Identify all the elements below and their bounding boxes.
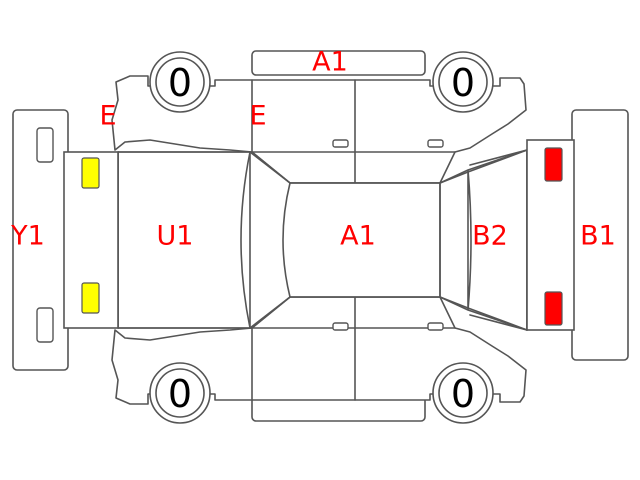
upper-side-door-handle-front — [332, 139, 349, 148]
front-lamp-upper — [81, 157, 100, 189]
damage-codes: A1 E E Y1 U1 A1 B2 B1 — [10, 47, 616, 252]
front-bumper-slot-upper — [36, 127, 54, 163]
code-front-door-upper: E — [249, 101, 266, 132]
rear-deck-line — [469, 149, 528, 166]
code-roof: A1 — [340, 221, 376, 252]
front-bumper-slot-lower — [36, 307, 54, 343]
lower-side-door-handle-rear — [427, 322, 444, 331]
front-lamp-lower — [81, 282, 100, 314]
upper-side-body-outline — [111, 75, 527, 184]
upper-side-rocker-panel — [251, 50, 426, 76]
rear-lamp-lower — [544, 291, 563, 326]
rear-deck-line-lower — [469, 314, 528, 331]
tire-rear-right-inner — [438, 368, 488, 418]
code-hood: U1 — [157, 221, 194, 252]
windshield — [240, 151, 291, 329]
tire-rear-right-tread: 0 — [451, 372, 475, 416]
code-roof-top-edge: A1 — [312, 47, 348, 78]
lower-side-view — [111, 296, 527, 422]
upper-side-view — [111, 50, 527, 184]
tire-front-left-tread: 0 — [168, 61, 192, 105]
lower-side-door-handle-front — [332, 322, 349, 331]
tire-front-right-inner — [155, 368, 205, 418]
tire-front-left-inner — [155, 57, 205, 107]
top-view — [12, 109, 629, 371]
tire-front-right-tread: 0 — [168, 372, 192, 416]
code-rear-bumper: B1 — [580, 221, 616, 252]
upper-side-door-handle-rear — [427, 139, 444, 148]
tire-rear-left-tread: 0 — [451, 61, 475, 105]
tires: 0 0 0 0 — [149, 51, 494, 424]
code-front-fender-upper: E — [99, 101, 116, 132]
rear-lamp-upper — [544, 147, 563, 182]
tire-rear-left-inner — [438, 57, 488, 107]
code-front-bumper: Y1 — [10, 221, 45, 252]
code-rear-glass: B2 — [472, 221, 508, 252]
